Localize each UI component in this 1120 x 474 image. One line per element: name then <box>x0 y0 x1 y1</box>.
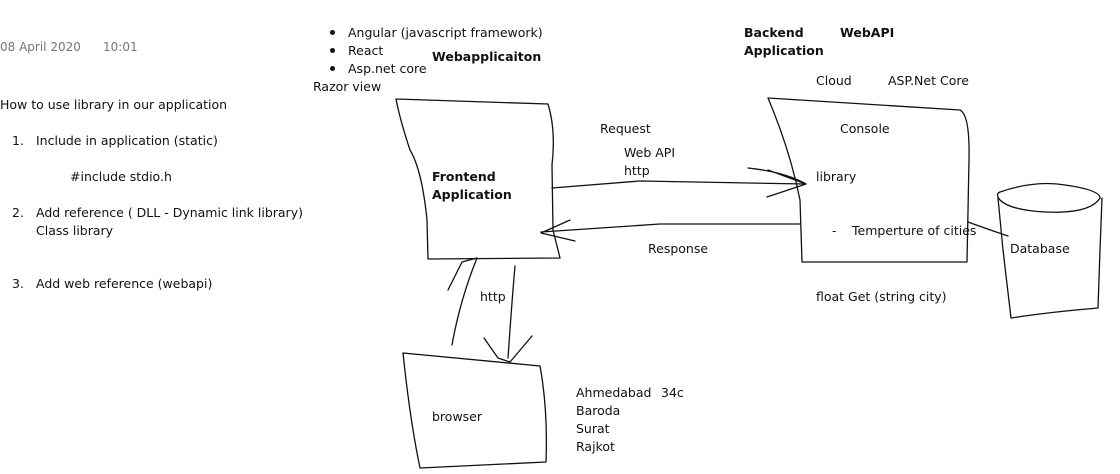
framework-aspnet: Asp.net core <box>348 61 427 76</box>
backend-title-line2: Application <box>744 43 824 58</box>
cloud-label: Cloud <box>816 73 852 88</box>
bullet-icon <box>330 48 335 53</box>
database-label: Database <box>1010 241 1070 256</box>
console-label: Console <box>840 121 890 136</box>
frontend-label-line1: Frontend <box>432 169 496 184</box>
temperature-dash: - <box>832 223 837 238</box>
backend-title-line1: Backend <box>744 25 804 40</box>
request-arrow <box>551 167 807 198</box>
bullet-icon <box>330 66 335 71</box>
step-1-text: Include in application (static) <box>36 133 218 148</box>
note-time: 10:01 <box>103 40 138 54</box>
response-arrow <box>540 219 801 242</box>
method-signature: float Get (string city) <box>816 289 947 304</box>
framework-react: React <box>348 43 384 58</box>
db-connector <box>967 221 1009 237</box>
library-label: library <box>816 169 857 184</box>
step-2-text: Add reference ( DLL - Dynamic link libra… <box>36 205 303 220</box>
city-baroda: Baroda <box>576 403 621 418</box>
http-down-arrow <box>483 265 533 363</box>
city-surat: Surat <box>576 421 610 436</box>
razor-view-label: Razor view <box>313 79 382 94</box>
framework-angular: Angular (javascript framework) <box>348 25 543 40</box>
database-cylinder <box>996 182 1103 319</box>
aspnet-core-label: ASP.Net Core <box>888 73 969 88</box>
step-2-number: 2. <box>12 205 24 220</box>
webapi-arrow-label: Web API <box>624 145 676 160</box>
note-date: 08 April 2020 <box>0 40 81 54</box>
browser-label: browser <box>432 409 483 424</box>
city-ahmedabad: Ahmedabad <box>576 385 652 400</box>
step-3-number: 3. <box>12 276 24 291</box>
request-label: Request <box>600 121 651 136</box>
include-example: #include stdio.h <box>70 169 172 184</box>
http-down-label: http <box>480 289 506 304</box>
note-heading: How to use library in our application <box>0 97 228 112</box>
bullet-icon <box>330 30 335 35</box>
webapp-caption: Webapplicaiton <box>432 49 542 64</box>
browser-box <box>402 352 548 469</box>
step-3-text: Add web reference (webapi) <box>36 276 213 291</box>
frontend-label-line2: Application <box>432 187 512 202</box>
frontend-box <box>395 98 561 260</box>
city-temperature: 34c <box>661 385 684 400</box>
temperature-label: Temperture of cities <box>852 223 977 238</box>
step-2-sub: Class library <box>36 223 114 238</box>
http-arrow-label: http <box>624 163 650 178</box>
http-up-arrow <box>447 257 478 346</box>
backend-box <box>767 97 970 263</box>
response-label: Response <box>648 241 709 256</box>
step-1-number: 1. <box>12 133 24 148</box>
backend-webapi-label: WebAPI <box>840 25 895 40</box>
city-rajkot: Rajkot <box>576 439 615 454</box>
